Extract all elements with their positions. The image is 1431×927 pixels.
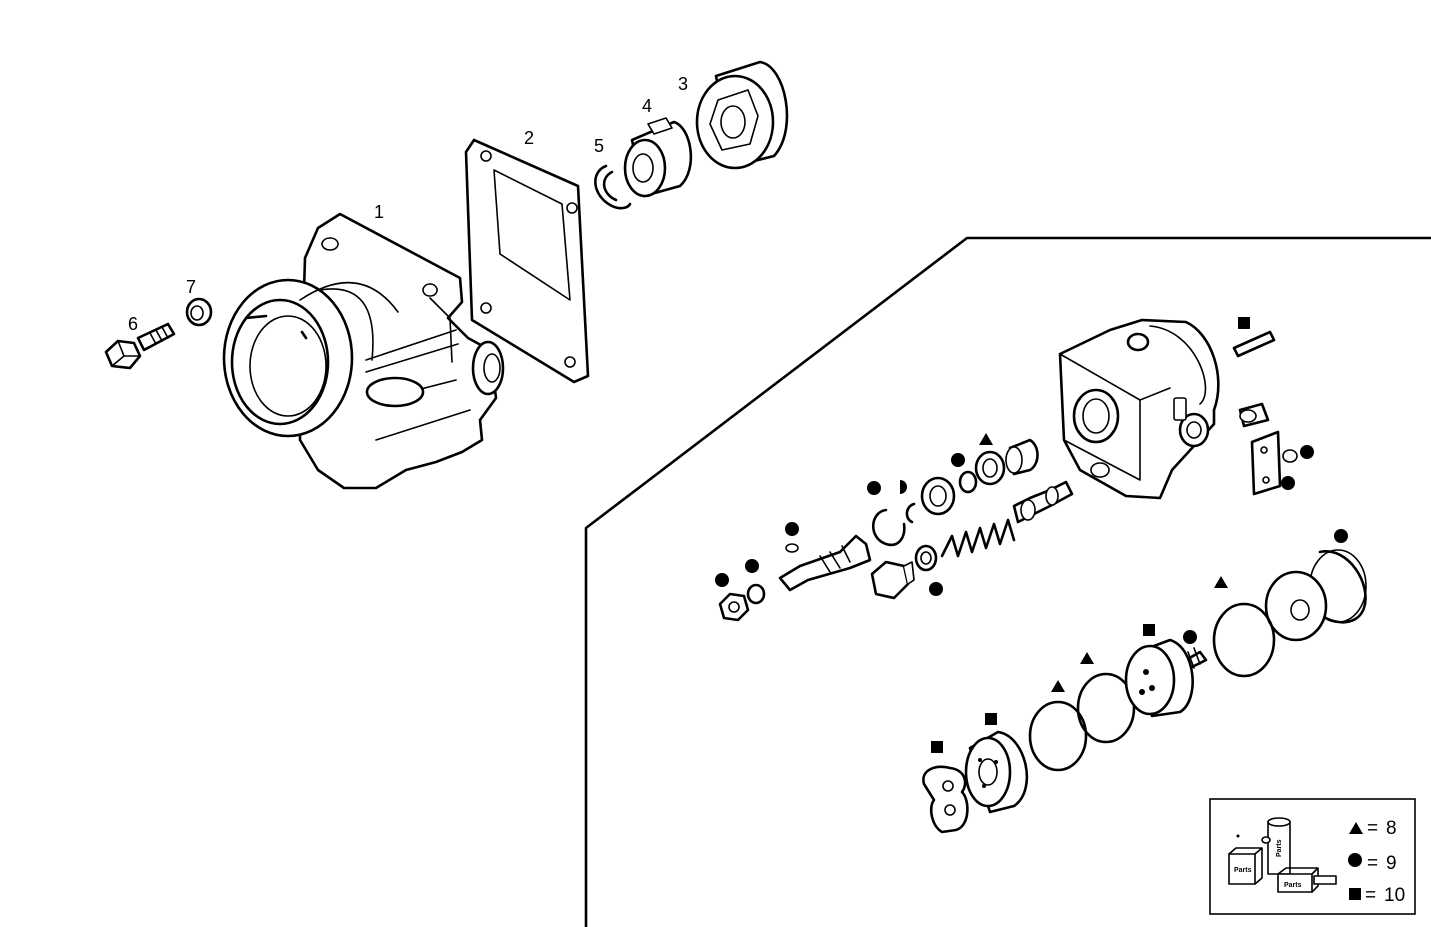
callout-3: 3	[678, 74, 688, 94]
part-6-bolt	[104, 322, 176, 370]
legend-square-icon	[1349, 888, 1361, 900]
legend-box: Parts Parts Parts = 8 = 9 = 10	[1209, 798, 1416, 915]
shaft-nut-washer	[718, 583, 766, 622]
kit-label-1: Parts	[1234, 867, 1252, 874]
part-3-rubber-coupling	[695, 60, 789, 170]
lower-rings	[1028, 549, 1367, 772]
kit-label-3: Parts	[1284, 882, 1302, 889]
rotor-set	[964, 730, 1029, 814]
legend-triangle-icon	[1349, 822, 1363, 834]
drive-shaft	[778, 534, 872, 592]
legend-circle-value: 9	[1386, 853, 1397, 874]
kit-label-2: Parts	[1276, 839, 1283, 857]
inset-frame	[584, 236, 1431, 927]
pin-and-plate	[1232, 330, 1298, 496]
pump-body	[1058, 318, 1220, 500]
part-5-circlip	[594, 164, 632, 210]
triangle-marker-icon	[979, 433, 1228, 692]
legend-circle-icon	[1348, 853, 1362, 867]
callout-1: 1	[374, 202, 384, 222]
callout-6: 6	[128, 314, 138, 334]
legend-triangle-sep: =	[1367, 818, 1378, 839]
cam-ring	[922, 765, 969, 834]
circle-marker-icon	[715, 445, 1348, 644]
callout-2: 2	[524, 128, 534, 148]
legend-square-sep: =	[1365, 885, 1376, 906]
callout-7: 7	[186, 277, 196, 297]
pressure-plate	[1124, 638, 1194, 718]
part-7-washer	[185, 297, 213, 327]
bearing-row	[871, 438, 1039, 547]
legend-square-value: 10	[1384, 885, 1405, 906]
repair-kit-illustration: Parts Parts Parts	[1228, 817, 1337, 893]
square-marker-icon	[931, 317, 1250, 753]
part-4-coupling	[623, 117, 693, 198]
legend-triangle-value: 8	[1386, 818, 1397, 839]
plug-screw	[870, 544, 938, 600]
callout-4: 4	[642, 96, 652, 116]
legend-circle-sep: =	[1367, 853, 1378, 874]
callout-5: 5	[594, 136, 604, 156]
valve-spring-spool	[940, 480, 1074, 558]
part-2-gasket	[464, 138, 590, 384]
part-1-housing	[222, 212, 505, 490]
